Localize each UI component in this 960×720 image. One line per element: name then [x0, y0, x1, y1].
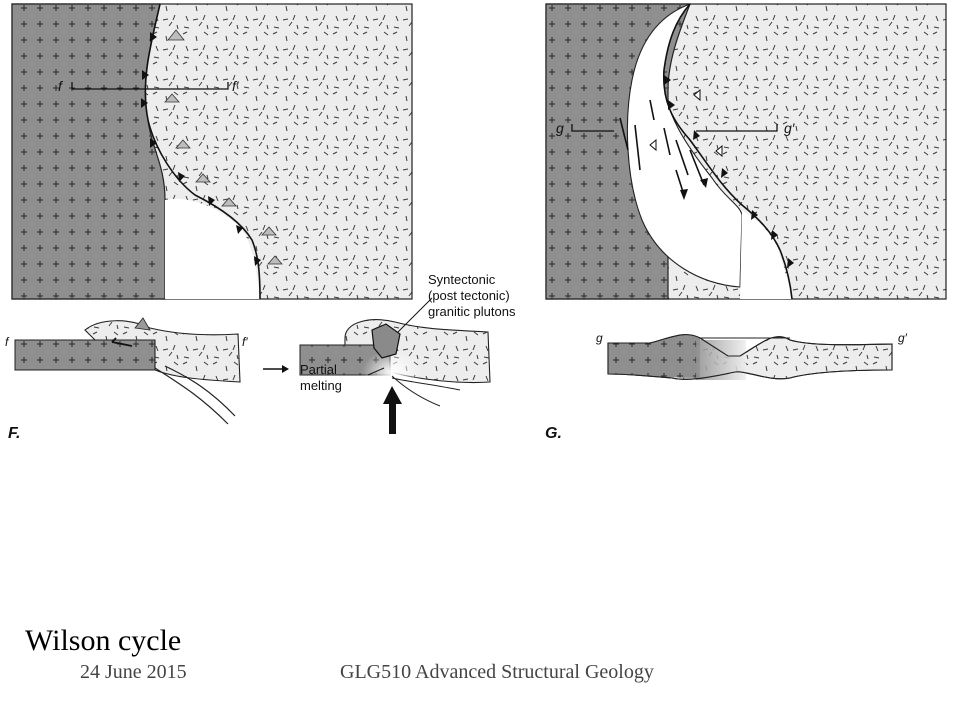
f2-slab-lines: [391, 375, 461, 407]
panel-f-section-end-label: f′: [232, 78, 240, 94]
panel-g-open-teeth: [649, 88, 723, 158]
panel-f-cross-section-before: f f′: [5, 317, 248, 425]
panel-f-cross-section-after: Syntectonic (post tectonic) granitic plu…: [299, 272, 516, 434]
f-section-start-label: f: [5, 335, 10, 349]
footer-course: GLG510 Advanced Structural Geology: [340, 661, 654, 683]
f-section-dark-crust: [14, 339, 156, 371]
f2-melt-leader: [367, 367, 385, 376]
f-section-light-crust: [84, 320, 241, 383]
f-section-shear-arrow: [111, 337, 133, 347]
annotation-partial-melting: Partial melting: [300, 362, 342, 393]
footer-date: 24 June 2015: [80, 661, 187, 683]
g-section-end-label: g′: [898, 331, 908, 345]
f-section-subducting-slab: [154, 365, 236, 425]
f2-melt-zone: [362, 350, 422, 394]
panel-g-section-start-label: g: [556, 120, 564, 136]
g-section-dark-part: [608, 334, 700, 378]
panel-g-embayment: [740, 210, 792, 299]
f-section-end-label: f′: [242, 335, 248, 349]
g-section-transition: [696, 340, 746, 380]
f2-pluton-leader: [397, 297, 433, 333]
panel-g-label: G.: [545, 425, 562, 442]
f2-pluton: [371, 323, 401, 359]
panel-f-mountain-glyphs: [164, 29, 283, 265]
panel-g-arrowheads: [680, 178, 708, 200]
panel-g-section-line: [571, 124, 778, 132]
annotation-plutons: Syntectonic (post tectonic) granitic plu…: [428, 272, 516, 319]
panel-f-label: F.: [8, 425, 20, 442]
g-section-outline: [607, 334, 893, 380]
panel-f-thrust-teeth: [141, 32, 261, 266]
panel-g-section-end-label: g′: [784, 120, 796, 136]
panel-f-map: f f′: [11, 3, 413, 300]
panel-f-section-line: [71, 82, 229, 90]
panel-g-map: g g′: [545, 3, 947, 300]
panel-g-thrust-teeth: [664, 75, 794, 268]
f2-heat-arrow: [383, 386, 402, 434]
panel-f-dark-continent: [11, 3, 166, 300]
panel-f-remnant-ocean: [165, 198, 260, 299]
panel-g-cross-section: g g′: [596, 331, 908, 380]
panel-f-suture-line: [144, 3, 261, 300]
panel-f-section-start-label: f: [58, 78, 64, 94]
slide-title: Wilson cycle: [25, 624, 182, 657]
panel-g-suture-line: [662, 3, 793, 300]
panel-f-transition-arrow: [263, 365, 289, 373]
g-section-start-label: g: [596, 331, 603, 345]
f-section-accretionary-wedge: [134, 317, 151, 331]
